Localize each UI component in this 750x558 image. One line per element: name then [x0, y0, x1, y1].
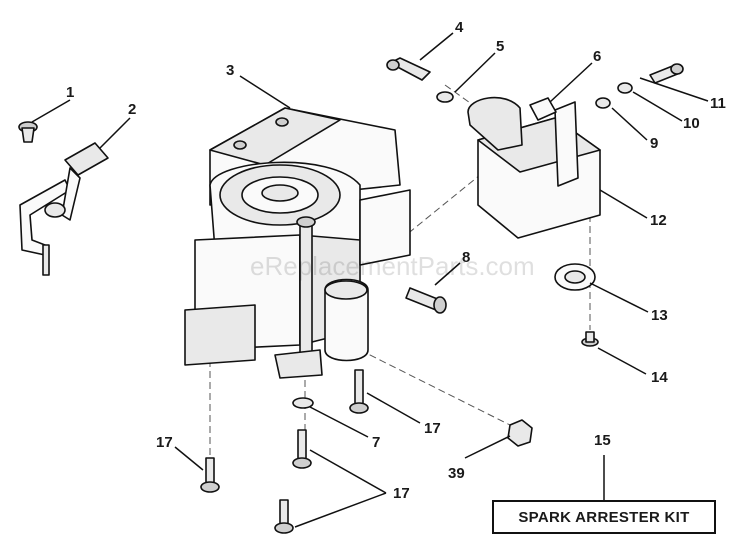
bolt-17-c: [292, 429, 312, 469]
callout-11: 11: [710, 95, 726, 112]
callout-1: 1: [66, 84, 74, 101]
callouts: 1 2 3 4 5 6 11 10 9 12 8 13 14 17 7 17 1…: [66, 19, 726, 502]
callout-12: 12: [650, 212, 667, 229]
callout-7: 7: [372, 434, 380, 451]
callout-14: 14: [651, 369, 668, 386]
washer-9: [595, 97, 611, 109]
washer-5: [436, 91, 454, 103]
callout-3: 3: [226, 62, 234, 79]
callout-13: 13: [651, 307, 668, 324]
callout-15: 15: [594, 432, 611, 449]
bolt-8: [405, 287, 447, 314]
callout-17-right: 17: [424, 420, 441, 437]
callout-17-left: 17: [156, 434, 173, 451]
leader-lines: [31, 32, 709, 528]
callout-8: 8: [462, 249, 470, 266]
gasket-6: [529, 97, 557, 121]
callout-4: 4: [455, 19, 464, 36]
callout-39: 39: [448, 465, 465, 482]
lock-washer-7: [292, 397, 314, 409]
bolt-17-a: [200, 457, 220, 493]
nut-39: [507, 419, 533, 447]
bolt-17-b: [349, 369, 369, 414]
callout-9: 9: [650, 135, 658, 152]
throttle-control: [19, 142, 109, 276]
callout-17-bottom: 17: [393, 485, 410, 502]
watermark: eReplacementParts.com: [250, 251, 535, 281]
spark-arrester-kit-label: SPARK ARRESTER KIT: [492, 500, 716, 534]
screw-14: [581, 331, 599, 347]
bolt-11: [649, 63, 684, 84]
control-knob: [18, 121, 38, 143]
callout-10: 10: [683, 115, 700, 132]
callout-6: 6: [593, 48, 601, 65]
washer-10: [617, 82, 633, 94]
callout-5: 5: [496, 38, 504, 55]
bolt-17-d: [274, 499, 294, 534]
muffler: [467, 96, 601, 239]
engine-assembly: [184, 107, 411, 379]
bolt-4: [386, 57, 431, 81]
arrester-ring-13: [554, 263, 596, 291]
callout-2: 2: [128, 101, 136, 118]
